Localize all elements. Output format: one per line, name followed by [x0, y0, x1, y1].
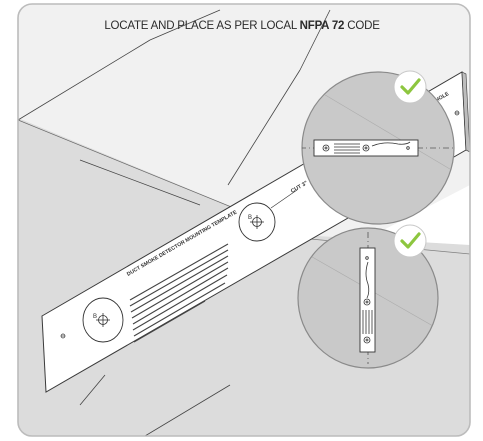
- detector-plate-vertical: [359, 247, 376, 353]
- caption-suffix: CODE: [344, 20, 380, 32]
- template-hatching: [129, 243, 229, 343]
- template-left-hole: [82, 297, 124, 343]
- check-icon: [393, 224, 427, 258]
- template-right-hole: [238, 202, 276, 242]
- frame-border: [17, 3, 471, 437]
- caption-prefix: LOCATE AND PLACE AS PER LOCAL: [104, 20, 300, 32]
- code-emphasis: NFPA 72: [299, 20, 345, 32]
- right-hole-crosshair: [250, 215, 264, 229]
- zoom-detail-vertical: [297, 227, 439, 369]
- left-hole-mark: B: [93, 314, 97, 320]
- right-hole-mark: B: [248, 215, 252, 221]
- zoom-detail-horizontal: [301, 71, 455, 225]
- instruction-caption: LOCATE AND PLACE AS PER LOCAL NFPA 72 CO…: [32, 20, 452, 32]
- left-hole-crosshair: [96, 313, 110, 327]
- check-icon: [393, 70, 427, 104]
- detector-plate-horizontal: [313, 139, 419, 157]
